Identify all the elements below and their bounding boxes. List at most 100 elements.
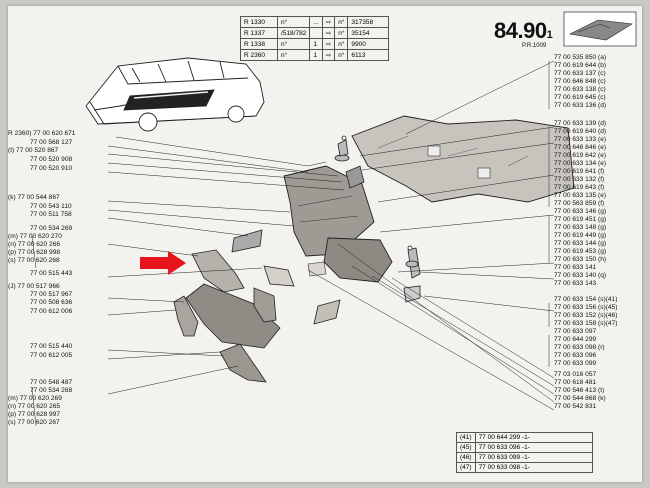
part-number-label: 77 00 619 641 (f) bbox=[554, 168, 605, 175]
part-number-label: 77 00 520 908 bbox=[30, 156, 73, 163]
part-number-label: 77 00 612 005 bbox=[30, 352, 73, 359]
footer-row: (46)77 00 633 099 -1- bbox=[456, 452, 593, 463]
part-number-label: 77 00 633 099 bbox=[554, 360, 597, 367]
part-number-label: 77 00 544 868 (k) bbox=[554, 395, 606, 402]
part-number-label: 77 00 633 133 (e) bbox=[554, 136, 607, 143]
side-insulation-panels bbox=[173, 229, 341, 383]
ref-cell-value: 6113 bbox=[347, 49, 390, 61]
tunnel-insulation bbox=[283, 165, 393, 283]
ref-cell-sym2: n° bbox=[334, 49, 349, 61]
part-number-label: 77 00 633 154 (s)(41) bbox=[554, 296, 618, 303]
part-number-label: (s) 77 00 620 267 bbox=[8, 419, 60, 426]
ref-cell-arrow: ⇨ bbox=[321, 49, 336, 61]
part-number-label: 77 00 633 139 (d) bbox=[554, 120, 607, 127]
footer-reference-table: (41)77 00 644 299 -1-(45)77 00 633 096 -… bbox=[456, 432, 593, 473]
part-number-label: 77 00 633 132 (f) bbox=[554, 176, 605, 183]
part-number-label: 77 00 517 967 bbox=[30, 291, 73, 298]
part-number-label: 77 00 619 453 (g) bbox=[554, 248, 607, 255]
footer-cell-tag: (47) bbox=[456, 462, 476, 473]
part-number-label: 77 00 619 643 (f) bbox=[554, 184, 605, 191]
part-number-label: 77 00 633 156 (s)(45) bbox=[554, 304, 618, 311]
part-number-label: 77 00 563 859 (f) bbox=[554, 200, 605, 207]
car-sketch bbox=[85, 57, 265, 132]
footer-cell-value: 77 00 633 098 -1- bbox=[474, 462, 593, 473]
clips bbox=[334, 135, 421, 303]
part-number-label: 77 00 548 487 bbox=[30, 379, 73, 386]
red-arrow-icon bbox=[140, 251, 186, 275]
footer-cell-value: 77 00 633 096 -1- bbox=[474, 442, 593, 453]
part-number-label: (n) 77 00 620 266 bbox=[8, 241, 61, 248]
part-number-label: R 2360) 77 00 620 671 bbox=[8, 130, 76, 137]
footer-cell-value: 77 00 633 099 -1- bbox=[474, 452, 593, 463]
part-number-label: 77 00 633 146 (g) bbox=[554, 208, 607, 215]
part-number-label: 77 00 633 097 bbox=[554, 328, 597, 335]
part-number-label: 77 00 619 451 (g) bbox=[554, 216, 607, 223]
part-number-label: (m) 77 00 620 269 bbox=[8, 395, 62, 402]
page-number: 84.901 bbox=[494, 18, 553, 43]
ref-cell-sym: n° bbox=[276, 49, 311, 61]
footer-cell-tag: (41) bbox=[456, 432, 476, 443]
part-number-label: 77 00 535 850 (a) bbox=[554, 54, 607, 61]
part-number-label: 77 00 633 143 bbox=[554, 280, 597, 287]
leader-lines-right bbox=[307, 60, 555, 411]
part-number-label: 77 00 633 134 (e) bbox=[554, 160, 607, 167]
illustration-layer bbox=[31, 11, 637, 427]
part-number-label: (J) 77 00 517 966 bbox=[8, 283, 60, 290]
part-number-label: 77 00 633 096 bbox=[554, 352, 597, 359]
part-number-label: 77 00 633 148 (g) bbox=[554, 224, 607, 231]
footer-row: (45)77 00 633 096 -1- bbox=[456, 442, 593, 453]
part-number-label: 77 00 633 158 (s)(47) bbox=[554, 320, 618, 327]
part-number-label: 77 00 619 644 (b) bbox=[554, 62, 607, 69]
part-number-label: 77 00 633 136 (d) bbox=[554, 102, 607, 109]
part-number-label: 77 00 612 006 bbox=[30, 308, 73, 315]
part-number-label: 77 00 543 110 bbox=[30, 203, 72, 210]
pr-code: P.R.1009 bbox=[522, 43, 547, 49]
part-number-label: 77 00 646 848 (c) bbox=[554, 78, 606, 85]
leader-lines-left bbox=[31, 136, 345, 427]
part-number-label: 77 00 644 299 bbox=[554, 336, 597, 343]
footer-cell-tag: (45) bbox=[456, 442, 476, 453]
part-number-label: 77 00 633 140 (q) bbox=[554, 272, 607, 279]
part-number-label: 77 00 633 152 (s)(46) bbox=[554, 312, 618, 319]
ref-cell-sym2: n° bbox=[334, 16, 349, 28]
part-number-label: 77 00 633 138 (c) bbox=[554, 86, 606, 93]
part-number-label: 77 00 633 135 (e) bbox=[554, 192, 607, 199]
part-number-label: 77 00 619 645 (c) bbox=[554, 94, 606, 101]
part-number-label: 77 00 646 846 (e) bbox=[554, 144, 607, 151]
part-number-label: 77 00 619 640 (d) bbox=[554, 128, 607, 135]
part-number-label: 77 00 618 481 bbox=[554, 379, 597, 386]
part-number-label: 77 00 546 413 (t) bbox=[554, 387, 605, 394]
part-number-label: (s) 77 00 620 268 bbox=[8, 257, 60, 264]
part-number-label: 77 00 515 443 bbox=[30, 270, 73, 277]
part-number-label: 77 00 633 150 (h) bbox=[554, 256, 607, 263]
part-number-label: 77 00 520 910 bbox=[30, 165, 73, 172]
part-number-label: 77 00 534 268 bbox=[30, 387, 73, 394]
part-number-label: 77 00 633 141 bbox=[554, 264, 597, 271]
part-number-label: 77 00 515 440 bbox=[30, 343, 73, 350]
part-number-label: (n) 77 00 620 265 bbox=[8, 403, 61, 410]
part-number-label: 77 00 633 098 (r) bbox=[554, 344, 605, 351]
ref-row: R 1337/518/782⇨n°35154 bbox=[240, 27, 390, 39]
part-number-label: (p) 77 00 628 998 bbox=[8, 249, 61, 256]
part-number-label: (k) 77 00 544 867 bbox=[8, 194, 60, 201]
part-number-label: 77 00 568 127 bbox=[30, 139, 73, 146]
part-number-label: 77 00 619 449 (g) bbox=[554, 232, 607, 239]
part-number-label: (p) 77 00 628 997 bbox=[8, 411, 61, 418]
part-number-label: 77 00 633 137 (c) bbox=[554, 70, 606, 77]
footer-cell-value: 77 00 644 299 -1- bbox=[474, 432, 593, 443]
footer-row: (47)77 00 633 098 -1- bbox=[456, 462, 593, 473]
floor-mat-thumbnail bbox=[563, 11, 637, 47]
part-number-label: 77 00 511 758 bbox=[30, 211, 72, 218]
footer-cell-tag: (46) bbox=[456, 452, 476, 463]
part-number-label: (t) 77 00 520 867 bbox=[8, 147, 59, 154]
footer-row: (41)77 00 644 299 -1- bbox=[456, 432, 593, 443]
part-number-label: 77 03 016 057 bbox=[554, 371, 597, 378]
part-number-label: 77 00 534 269 bbox=[30, 225, 73, 232]
part-number-label: 77 00 542 831 bbox=[554, 403, 597, 410]
part-number-label: (m) 77 00 620 270 bbox=[8, 233, 62, 240]
part-number-label: 77 00 619 642 (e) bbox=[554, 152, 607, 159]
part-number-label: 77 00 633 144 (g) bbox=[554, 240, 607, 247]
